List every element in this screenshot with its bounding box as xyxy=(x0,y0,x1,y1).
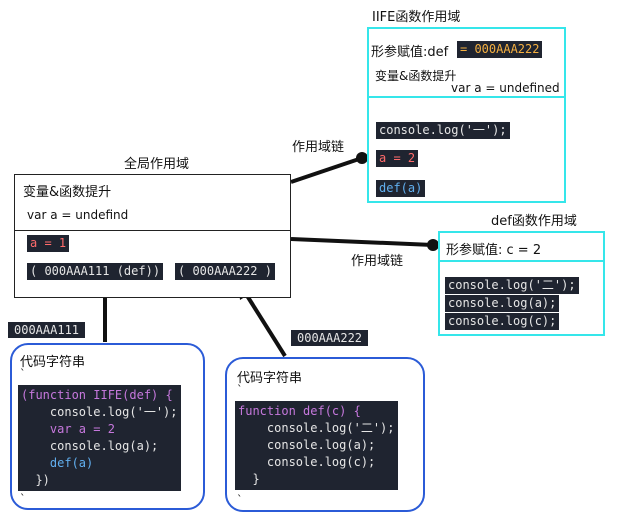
code-line-left-2: console.log('一'); xyxy=(21,405,178,419)
def-divider xyxy=(440,260,603,262)
iife-divider xyxy=(369,96,564,98)
scope-chain-dot-top xyxy=(356,152,368,164)
global-divider xyxy=(15,230,290,231)
code-line-left-3: var a = 2 xyxy=(21,422,115,436)
iife-param-label: 形参赋值:def xyxy=(371,45,449,60)
scope-chain-line-bottom xyxy=(290,237,434,247)
def-code-line-1: console.log('二'); xyxy=(445,277,579,294)
global-scope-title: 全局作用域 xyxy=(124,157,190,172)
iife-code-line-2: a = 2 xyxy=(376,150,419,167)
code-line-left-6: }) xyxy=(21,473,50,487)
global-call-iife: ( 000AAA111 (def)) xyxy=(27,263,164,280)
arrow-right-shaft xyxy=(244,292,287,358)
code-string-box-left: 代码字符串 ` (function IIFE(def) { console.lo… xyxy=(10,343,205,510)
code-line-left-4: console.log(a); xyxy=(21,439,159,453)
code-line-right-5: } xyxy=(238,472,260,486)
def-param-label: 形参赋值: c = 2 xyxy=(446,243,542,258)
iife-hoist-label: 变量&函数提升 xyxy=(375,69,457,83)
iife-hoist-var: var a = undefined xyxy=(451,81,560,95)
scope-chain-label-bottom: 作用域链 xyxy=(351,254,404,269)
iife-code-line-3: def(a) xyxy=(376,180,426,197)
code-string-block-right: function def(c) { console.log('二'); cons… xyxy=(235,401,398,490)
iife-scope-box: 形参赋值:def = 000AAA222 变量&函数提升 var a = und… xyxy=(367,27,566,203)
code-line-left-5: def(a) xyxy=(21,456,94,470)
scope-chain-label-top: 作用域链 xyxy=(292,140,345,155)
address-tag-left: 000AAA111 xyxy=(8,322,86,338)
code-string-title-left: 代码字符串 xyxy=(20,355,86,370)
backtick-open-right: ` xyxy=(237,383,243,396)
global-call-def: ( 000AAA222 ) xyxy=(175,263,275,280)
def-scope-box: 形参赋值: c = 2 console.log('二'); console.lo… xyxy=(438,231,605,336)
global-hoist-var: var a = undefind xyxy=(27,208,129,222)
code-line-right-2: console.log('二'); xyxy=(238,421,395,435)
def-code-line-2: console.log(a); xyxy=(445,295,560,312)
global-hoist-label: 变量&函数提升 xyxy=(23,185,112,200)
code-line-right-3: console.log(a); xyxy=(238,438,376,452)
iife-param-value: = 000AAA222 xyxy=(457,41,543,58)
def-code-line-3: console.log(c); xyxy=(445,313,560,330)
global-scope-box: 变量&函数提升 var a = undefind a = 1 ( 000AAA1… xyxy=(14,174,291,298)
code-string-box-right: 代码字符串 ` function def(c) { console.log('二… xyxy=(225,357,425,512)
code-line-right-4: console.log(c); xyxy=(238,455,376,469)
address-tag-right: 000AAA222 xyxy=(291,330,369,346)
code-line-right-1: function def(c) { xyxy=(238,404,361,418)
scope-chain-line-top xyxy=(290,156,363,184)
iife-code-line-1: console.log('一'); xyxy=(376,122,510,139)
global-assign-code: a = 1 xyxy=(27,235,70,252)
code-line-left-1: (function IIFE(def) { xyxy=(21,388,173,402)
code-string-block-left: (function IIFE(def) { console.log('一'); … xyxy=(18,385,181,491)
scope-chain-dot-bottom xyxy=(427,239,439,251)
iife-scope-title: IIFE函数作用域 xyxy=(372,10,461,25)
backtick-close-right: ` xyxy=(237,493,243,506)
backtick-open-left: ` xyxy=(20,367,26,380)
def-scope-title: def函数作用域 xyxy=(491,214,577,229)
backtick-close-left: ` xyxy=(20,492,26,505)
code-string-title-right: 代码字符串 xyxy=(237,371,303,386)
